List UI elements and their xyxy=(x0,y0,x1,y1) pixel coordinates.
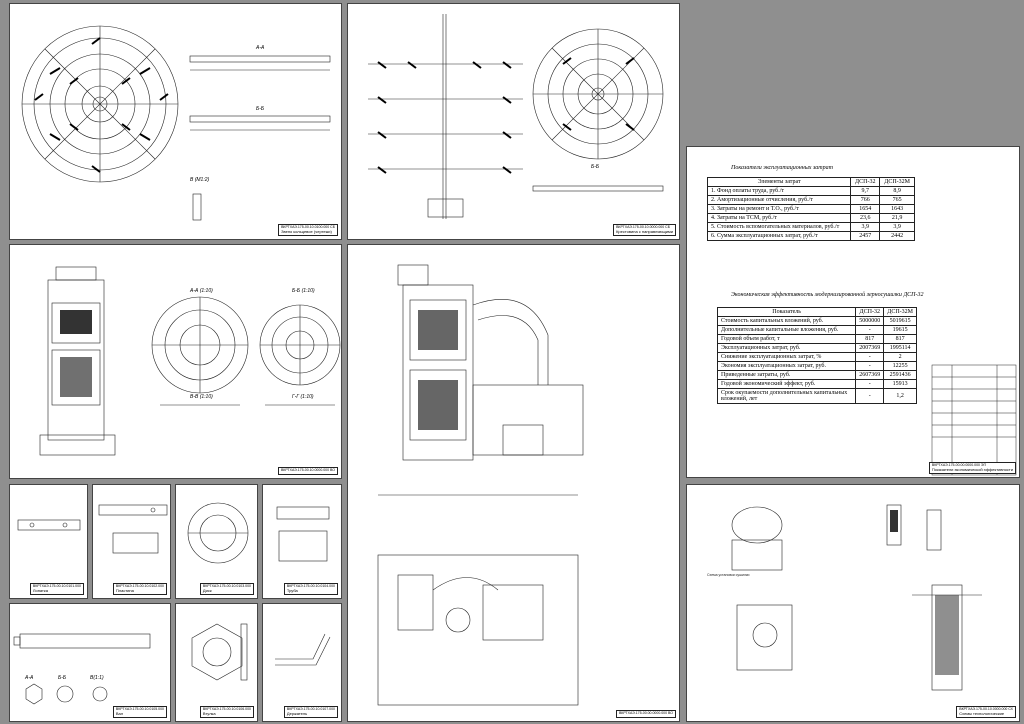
view-label: Б-Б xyxy=(591,164,600,170)
view-b-label: Б-Б xyxy=(256,106,265,112)
cross-drawing xyxy=(368,14,664,219)
view-a-label: А-А xyxy=(256,45,265,51)
view-gg: Г-Г (1:10) xyxy=(292,394,314,400)
ring-drawing xyxy=(21,25,331,221)
schemes-drawing xyxy=(731,504,982,691)
table1-title: Показатели эксплуатационных затрат xyxy=(731,165,833,171)
column-drawing xyxy=(39,266,341,456)
title-block: ВКРТХАЭ.175-00.00.0000.000 ВО xyxy=(615,710,676,718)
table-row: Срок окупаемости дополнительных капиталь… xyxy=(716,388,917,404)
title-block: ВКРТХАЭ.175-00.10.0000.000 ВО xyxy=(277,467,338,475)
table2-title: Экономическая эффективность модернизиров… xyxy=(731,292,924,298)
drawing-sheet-general-view[interactable]: ВКРТХАЭ.175-00.00.0000.000 ВО xyxy=(347,244,680,722)
drawing-sheet-ring[interactable]: А-А Б-Б В (М1:2) ВКРТХАЭ.175-00.10.0100.… xyxy=(9,3,342,240)
view-bb: Б-Б (1:10) xyxy=(292,288,315,294)
part-sheet-val[interactable]: А-А Б-Б В(1:1) ВКРТХАЭ.175-00.10.0105.00… xyxy=(9,603,171,722)
table-row: Дополнительные капитальные вложения, руб… xyxy=(716,325,917,335)
spec-grid xyxy=(931,364,1017,476)
view-c-label: В (М1:2) xyxy=(190,177,210,183)
drawing-sheet-economics[interactable]: Показатели эксплуатационных затрат Элеме… xyxy=(686,146,1020,478)
view-aa: А-А (1:10) xyxy=(190,288,213,294)
view-vv: В-В (1:10) xyxy=(190,394,213,400)
drawing-sheet-schemes[interactable]: Схема установки сушилки ВКРТХАЭ.175-00.1… xyxy=(686,484,1020,722)
table-row: 6. Сумма эксплуатационных затрат, руб./т… xyxy=(706,231,915,241)
general-view-drawing xyxy=(377,264,584,706)
drawing-sheet-dryer-column[interactable]: А-А (1:10) Б-Б (1:10) В-В (1:10) Г-Г (1:… xyxy=(9,244,342,479)
